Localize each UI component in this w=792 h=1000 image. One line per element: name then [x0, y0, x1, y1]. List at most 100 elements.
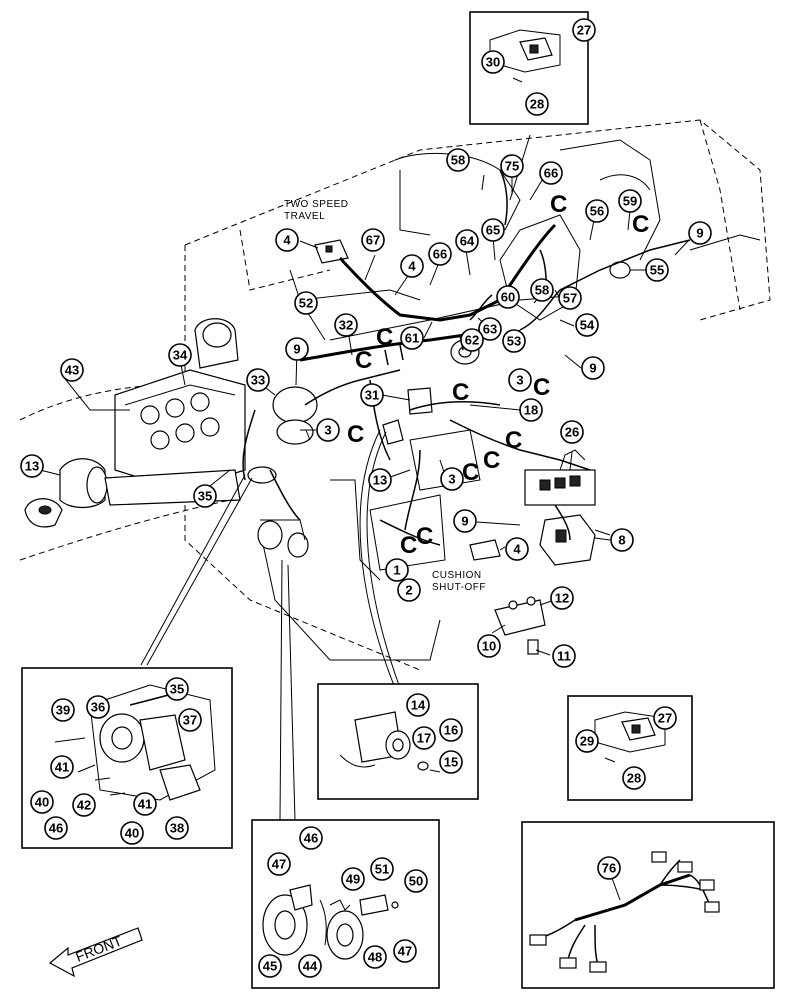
callout: 42 [72, 793, 96, 817]
two-speed-travel-label: TRAVEL [284, 211, 325, 222]
callout: 3 [508, 368, 532, 392]
svg-text:28: 28 [627, 771, 641, 786]
svg-text:46: 46 [49, 821, 63, 836]
svg-text:67: 67 [366, 233, 380, 248]
svg-text:41: 41 [138, 797, 152, 812]
callout: 61 [400, 326, 424, 350]
svg-text:9: 9 [461, 514, 468, 529]
svg-text:29: 29 [580, 734, 594, 749]
callout: 32 [334, 313, 358, 337]
svg-text:1: 1 [393, 563, 400, 578]
callout: 57 [558, 286, 582, 310]
callout: 28 [622, 766, 646, 790]
c-mark: C [505, 427, 522, 454]
callout: 46 [44, 816, 68, 840]
switch-block-8 [539, 514, 611, 566]
callout: 1 [385, 558, 409, 582]
callout: 14 [406, 693, 430, 717]
callout: 41 [50, 755, 74, 779]
callout: 40 [30, 790, 54, 814]
switch-31 [382, 387, 433, 445]
svg-text:42: 42 [77, 798, 91, 813]
callout: 2 [397, 578, 421, 602]
svg-text:66: 66 [544, 166, 558, 181]
svg-text:65: 65 [486, 223, 500, 238]
svg-text:31: 31 [365, 388, 379, 403]
c-mark: C [452, 379, 469, 406]
callout: 65 [481, 218, 505, 242]
wire-harness [242, 169, 691, 546]
callout: 50 [404, 869, 428, 893]
svg-text:54: 54 [580, 318, 595, 333]
callout: 38 [165, 816, 189, 840]
svg-text:14: 14 [411, 698, 426, 713]
callout: 46 [299, 826, 323, 850]
front-label: FRONT [73, 932, 124, 964]
mount-bracket [494, 596, 546, 655]
svg-text:41: 41 [55, 760, 69, 775]
svg-text:9: 9 [696, 226, 703, 241]
svg-text:63: 63 [483, 322, 497, 337]
callout: 11 [552, 644, 576, 668]
engine-block [114, 318, 246, 491]
callout: 59 [618, 189, 642, 213]
callout: 16 [439, 718, 463, 742]
callout: 9 [688, 221, 712, 245]
callout: 55 [645, 258, 669, 282]
callout: 60 [496, 285, 520, 309]
callout: 47 [267, 852, 291, 876]
svg-text:57: 57 [563, 291, 577, 306]
c-mark: C [533, 374, 550, 401]
callout: 41 [133, 792, 157, 816]
callout: 45 [258, 954, 282, 978]
callout: 56 [585, 199, 609, 223]
svg-text:17: 17 [417, 731, 431, 746]
callout: 17 [412, 726, 436, 750]
svg-text:27: 27 [658, 711, 672, 726]
callout: 76 [597, 856, 621, 880]
svg-text:48: 48 [368, 950, 382, 965]
cushion-shutoff-label: SHUT-OFF [432, 582, 486, 593]
front-arrow-icon: FRONT [48, 927, 143, 978]
callout: 28 [525, 92, 549, 116]
svg-text:12: 12 [555, 591, 569, 606]
callout: 9 [581, 356, 605, 380]
detail-box-switch-14 [317, 683, 479, 800]
callout: 13 [20, 454, 44, 478]
svg-text:58: 58 [451, 153, 465, 168]
callout: 39 [51, 698, 75, 722]
svg-text:9: 9 [589, 361, 596, 376]
callout: 58 [446, 148, 470, 172]
svg-text:51: 51 [375, 862, 389, 877]
callout: 13 [368, 468, 392, 492]
callout: 26 [560, 420, 584, 444]
callout: 36 [86, 695, 110, 719]
callout: 75 [500, 154, 524, 178]
callout: 49 [341, 867, 365, 891]
c-mark: C [376, 324, 393, 351]
svg-text:9: 9 [293, 342, 300, 357]
svg-text:16: 16 [444, 723, 458, 738]
svg-text:66: 66 [433, 247, 447, 262]
callout: 4 [275, 228, 299, 252]
callout: 3 [440, 467, 464, 491]
svg-text:26: 26 [565, 425, 579, 440]
svg-text:34: 34 [173, 348, 188, 363]
callout: 18 [519, 398, 543, 422]
svg-text:36: 36 [91, 700, 105, 715]
callout: 4 [505, 537, 529, 561]
svg-text:40: 40 [35, 795, 49, 810]
callout: 10 [477, 634, 501, 658]
connector-cushion [469, 539, 501, 561]
callout: 35 [165, 677, 189, 701]
svg-text:39: 39 [56, 703, 70, 718]
svg-text:13: 13 [373, 473, 387, 488]
svg-text:15: 15 [444, 755, 458, 770]
callout: 40 [120, 821, 144, 845]
svg-text:49: 49 [346, 872, 360, 887]
svg-text:18: 18 [524, 403, 538, 418]
svg-text:64: 64 [460, 234, 475, 249]
svg-text:27: 27 [577, 23, 591, 38]
callout: 29 [575, 729, 599, 753]
callout: 48 [363, 945, 387, 969]
